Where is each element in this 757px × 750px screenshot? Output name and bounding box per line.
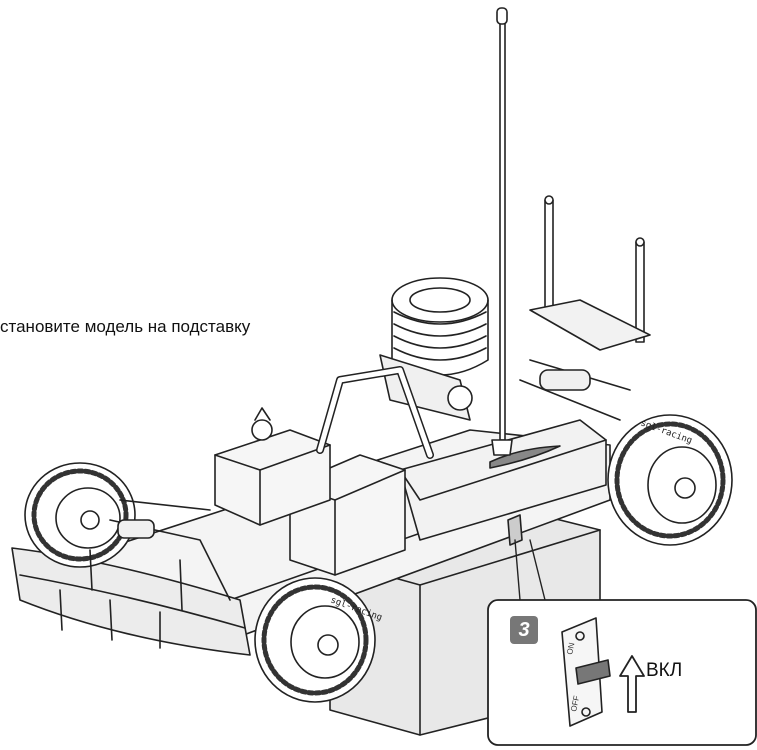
fuel-tank — [214, 407, 331, 526]
antenna — [491, 7, 513, 456]
body-posts — [529, 195, 651, 351]
switch-on-text: ON — [565, 642, 576, 656]
rear-suspension — [519, 359, 631, 421]
switch-body — [561, 617, 611, 727]
switch-on-label: ВКЛ — [646, 660, 683, 681]
body-cover — [399, 419, 607, 541]
front-right-wheel — [254, 577, 376, 703]
rear-right-wheel — [607, 414, 733, 546]
front-left-wheel — [24, 462, 136, 568]
step-number-badge: 3 — [510, 616, 538, 644]
switch-off-text: OFF — [569, 695, 581, 713]
up-arrow — [619, 655, 645, 713]
engine — [379, 277, 489, 421]
roll-bar — [316, 366, 434, 459]
instruction-caption: становите модель на подставку — [0, 317, 251, 336]
front-suspension — [89, 499, 231, 611]
